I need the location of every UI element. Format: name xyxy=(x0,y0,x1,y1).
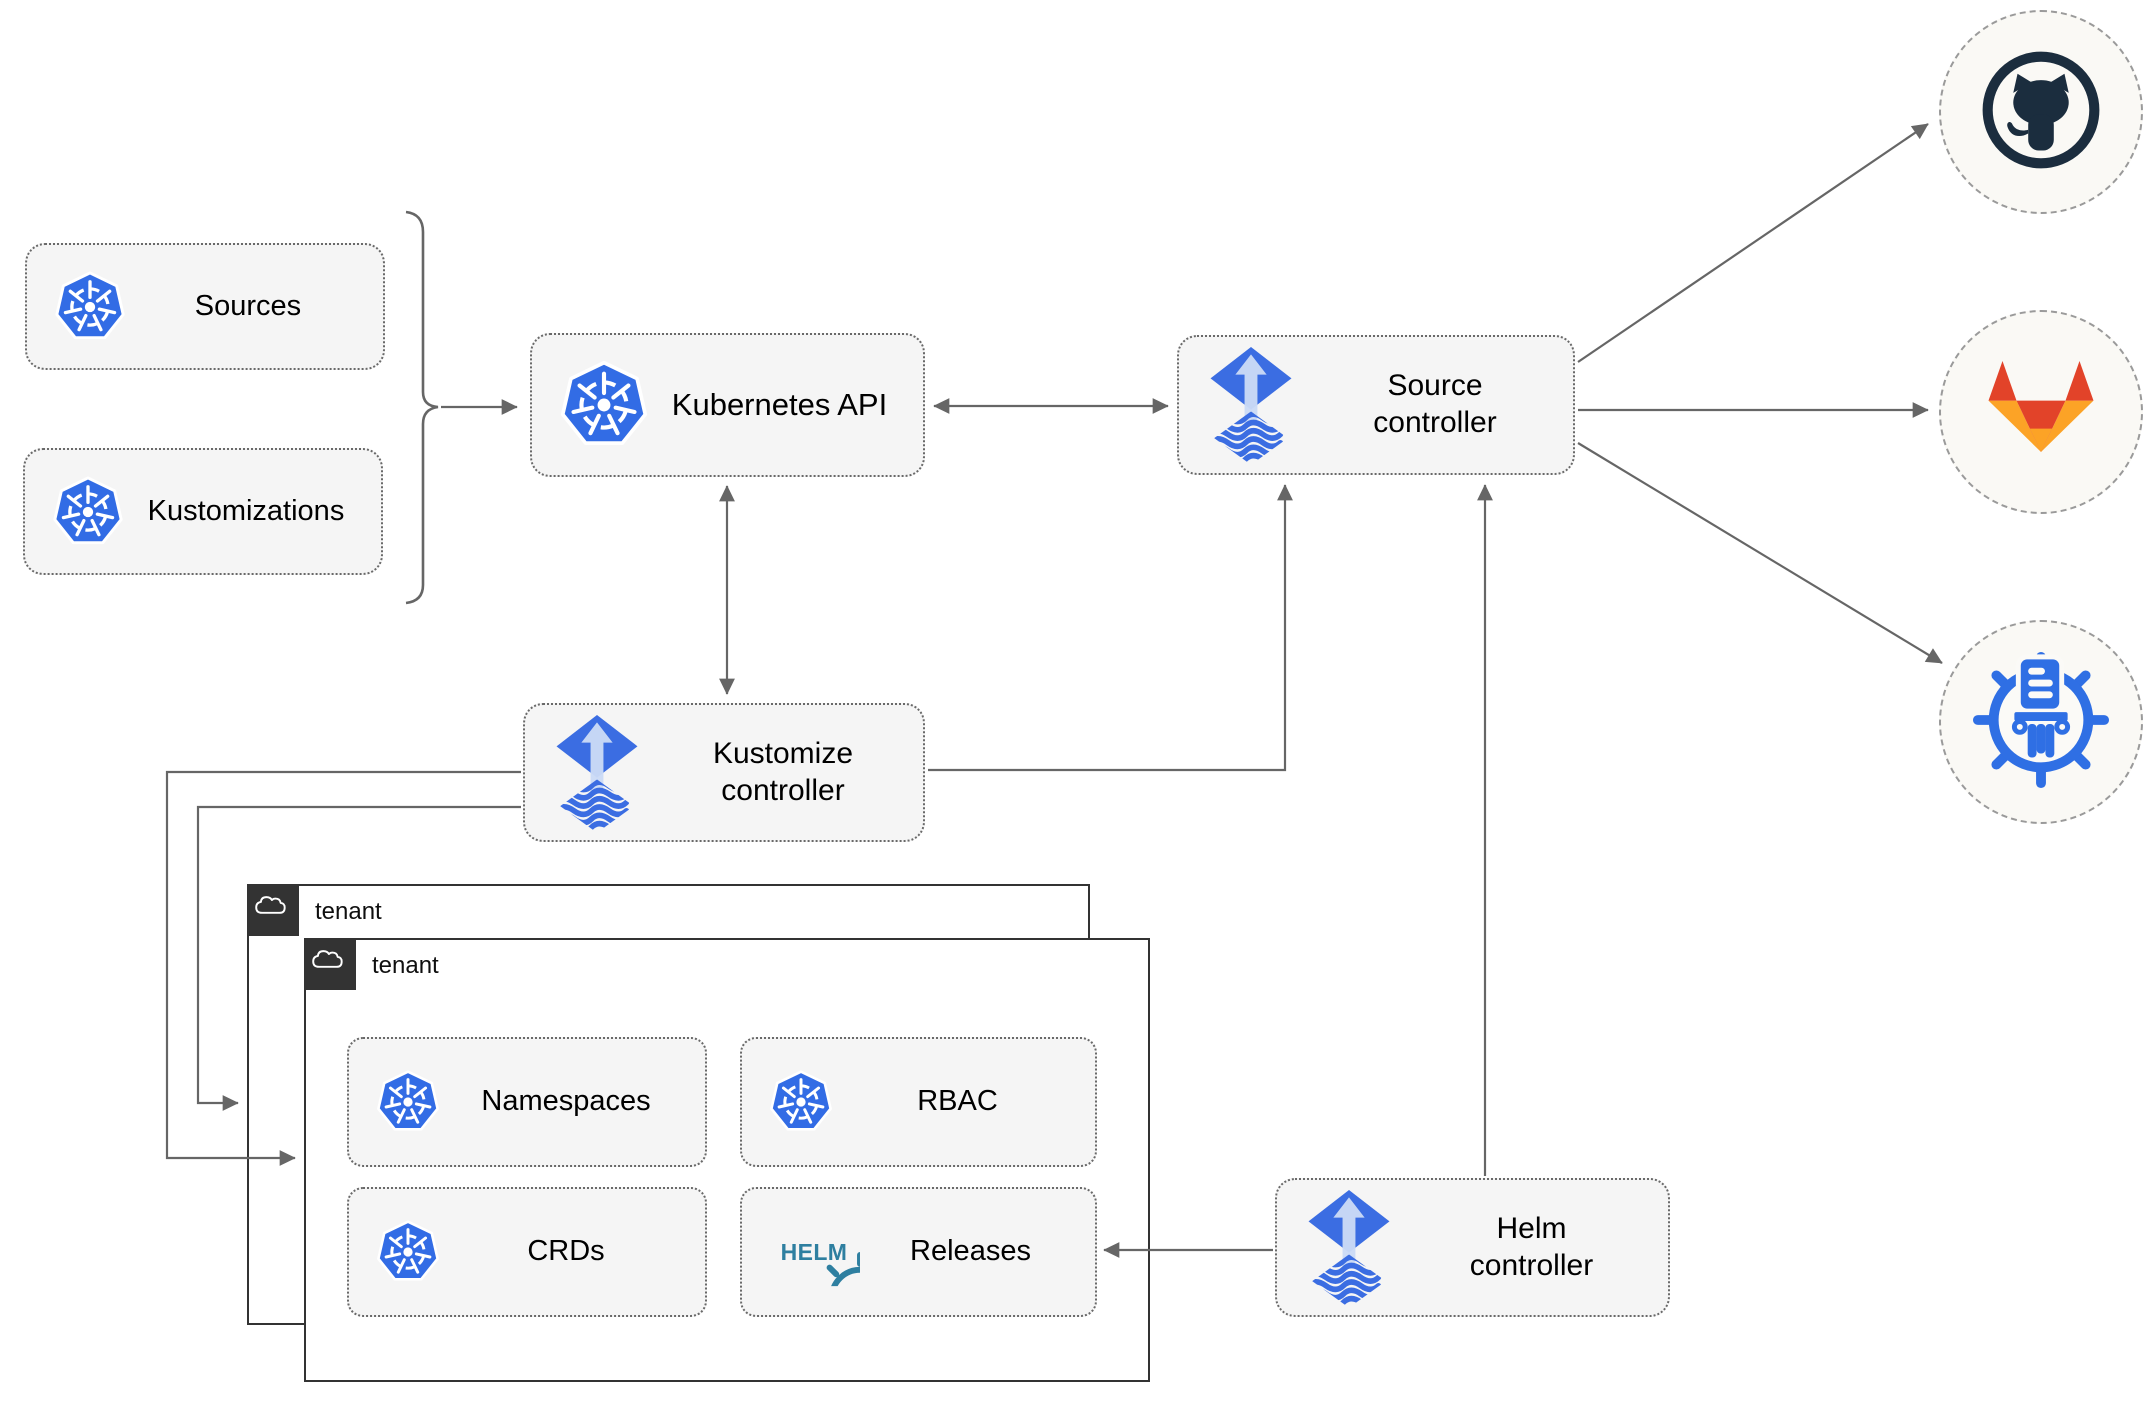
namespaces-node: Namespaces xyxy=(347,1037,707,1167)
helm-controller-label: Helm controller xyxy=(1469,1211,1594,1282)
tenant-header xyxy=(246,883,299,936)
rbac-node: RBAC xyxy=(740,1037,1097,1167)
flux-icon xyxy=(1205,345,1297,465)
kustomizations-node: Kustomizations xyxy=(23,448,383,575)
flux-icon xyxy=(551,713,643,833)
kustomize-controller-label: Kustomize controller xyxy=(712,736,854,807)
rbac-label: RBAC xyxy=(917,1085,998,1118)
namespaces-label: Namespaces xyxy=(481,1085,651,1118)
edge-source-to-chartrepo xyxy=(1577,442,1943,664)
chartmuseum-icon xyxy=(1970,649,2112,796)
kubernetes-icon xyxy=(558,359,650,451)
helm-logo-text: HELM xyxy=(781,1239,848,1265)
kubernetes-icon xyxy=(53,270,127,344)
kubernetes-api-node: Kubernetes API xyxy=(530,333,925,477)
kustomize-controller-node: Kustomize controller xyxy=(523,703,925,842)
tenant-label: tenant xyxy=(315,898,382,925)
kustomizations-label: Kustomizations xyxy=(147,494,345,527)
github-endpoint xyxy=(1939,10,2143,214)
helm-icon: HELM xyxy=(768,1202,860,1302)
edge-kustomize-to-source xyxy=(928,484,1293,772)
kubernetes-icon xyxy=(375,1219,441,1285)
cloud-icon xyxy=(254,892,292,927)
kubernetes-api-label: Kubernetes API xyxy=(671,387,888,423)
source-controller-label: Source controller xyxy=(1373,369,1497,439)
edge-source-to-github xyxy=(1577,123,1929,363)
flux-icon xyxy=(1303,1188,1395,1308)
tenant-label: tenant xyxy=(372,952,439,979)
crds-node: CRDs xyxy=(347,1187,707,1317)
sources-label: Sources xyxy=(194,289,302,322)
github-octocat-icon xyxy=(1977,46,2105,179)
tenant-box-front: tenant Namespaces RBAC CRDs HELM Release… xyxy=(303,937,1150,1382)
crds-label: CRDs xyxy=(527,1235,605,1268)
cloud-icon xyxy=(311,946,349,981)
chart-repository-endpoint xyxy=(1939,620,2143,824)
releases-node: HELM Releases xyxy=(740,1187,1097,1317)
gitlab-tanuki-icon xyxy=(1971,340,2111,485)
gitlab-endpoint xyxy=(1939,310,2143,514)
tenant-header xyxy=(303,937,356,990)
kubernetes-icon xyxy=(51,475,125,549)
kubernetes-icon xyxy=(768,1069,834,1135)
grouping-brace xyxy=(405,210,439,605)
releases-label: Releases xyxy=(910,1235,1031,1268)
sources-node: Sources xyxy=(25,243,385,370)
helm-controller-node: Helm controller xyxy=(1275,1178,1670,1317)
source-controller-node: Source controller xyxy=(1177,335,1575,475)
kubernetes-icon xyxy=(375,1069,441,1135)
